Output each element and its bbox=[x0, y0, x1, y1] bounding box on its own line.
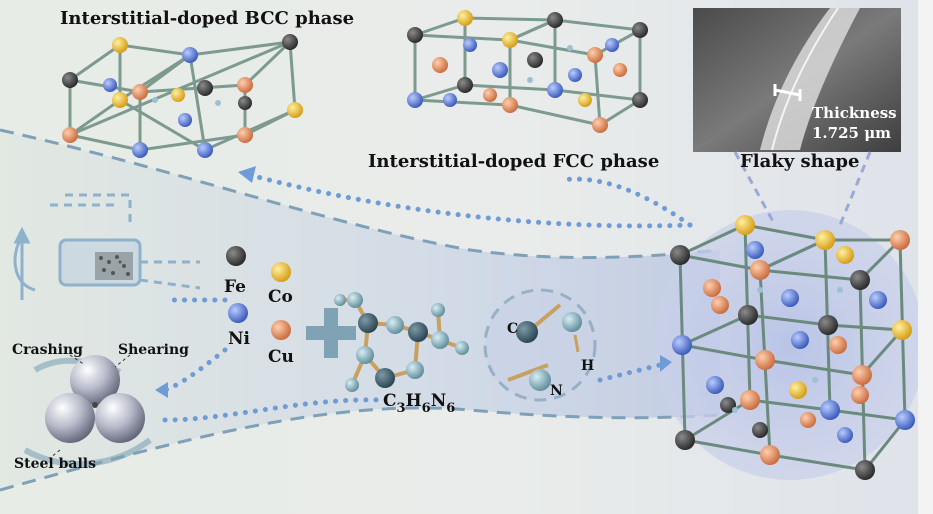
arrow-to-fcc-large-head bbox=[660, 355, 672, 372]
plus-icon bbox=[306, 308, 356, 358]
thickness-value: 1.725 μm bbox=[812, 124, 891, 142]
bcc-title: Interstitial-doped BCC phase bbox=[60, 8, 354, 29]
crashing-label: Crashing bbox=[12, 342, 83, 358]
element-cu: Cu bbox=[268, 320, 294, 367]
element-ni: Ni bbox=[228, 303, 251, 349]
fcc-large-atoms bbox=[670, 215, 915, 480]
melamine-molecule bbox=[334, 292, 469, 392]
fcc-title: Interstitial-doped FCC phase bbox=[368, 151, 659, 172]
bcc-atoms bbox=[62, 34, 303, 158]
atom-n-label: N bbox=[550, 383, 563, 399]
steel-balls-label: Steel balls bbox=[14, 456, 96, 472]
ball-mill-particles bbox=[99, 255, 130, 276]
svg-text:Co: Co bbox=[268, 287, 293, 307]
arrow-balls-to-molecule bbox=[162, 397, 383, 423]
funnel-lower-dashed bbox=[0, 406, 721, 492]
arrow-to-fcc-large bbox=[597, 362, 663, 383]
svg-text:Fe: Fe bbox=[224, 277, 246, 297]
funnel-upper-dashed bbox=[0, 128, 721, 260]
element-fe: Fe bbox=[224, 246, 246, 297]
fcc-small-atoms bbox=[407, 10, 648, 133]
atom-h-label: H bbox=[581, 358, 594, 374]
arrow-to-bcc bbox=[247, 172, 693, 229]
decomposition-circle bbox=[483, 288, 597, 402]
arrow-to-fcc bbox=[557, 176, 693, 228]
arrow-mill-to-balls-head bbox=[155, 382, 168, 398]
sem-image bbox=[693, 7, 901, 152]
svg-text:Ni: Ni bbox=[228, 329, 251, 349]
arrow-mill-to-balls bbox=[162, 347, 228, 393]
atom-c-label: C bbox=[507, 321, 518, 337]
molecule-formula: C3H6N6 bbox=[383, 391, 455, 416]
shearing-label: Shearing bbox=[118, 342, 189, 358]
arrow-to-bcc-head bbox=[238, 166, 256, 183]
ball-mill-icon bbox=[13, 193, 201, 300]
element-co: Co bbox=[268, 262, 293, 307]
right-border bbox=[918, 0, 933, 514]
svg-text:Cu: Cu bbox=[268, 347, 294, 367]
fcc-glow bbox=[655, 210, 925, 480]
flaky-shape-label: Flaky shape bbox=[740, 151, 859, 172]
thickness-label: Thickness bbox=[812, 104, 897, 122]
steel-ball-icon bbox=[23, 354, 152, 467]
